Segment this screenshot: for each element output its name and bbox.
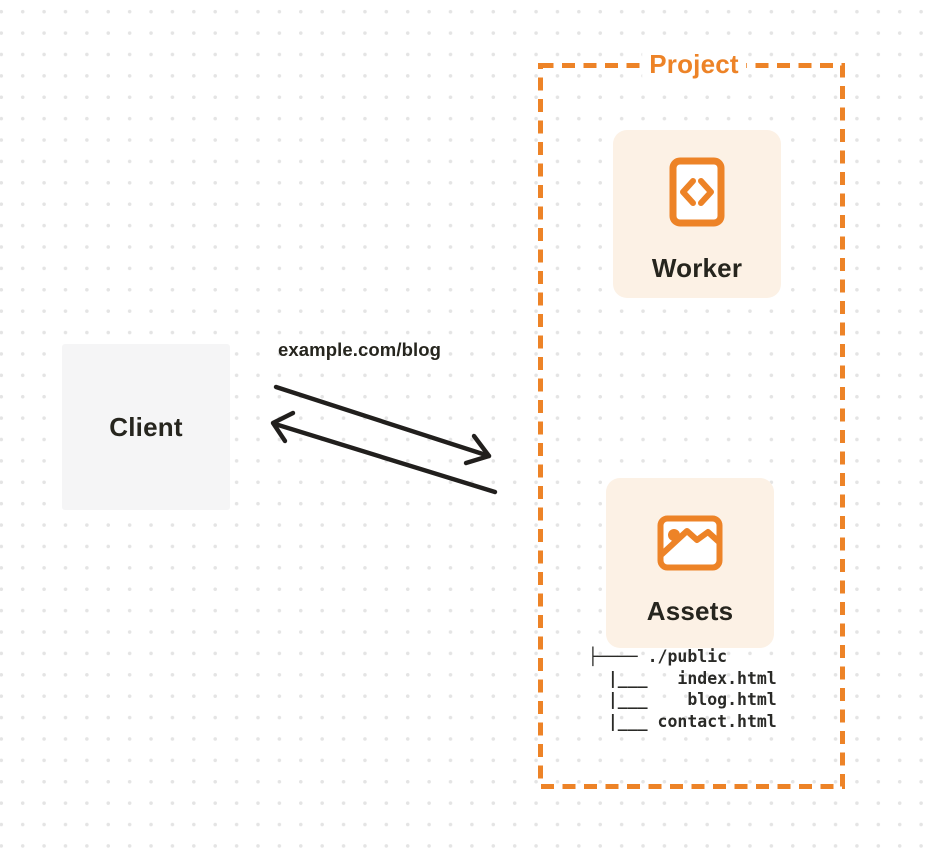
- request-url-label: example.com/blog: [278, 339, 442, 360]
- image-icon: [657, 515, 723, 571]
- request-arrow: [273, 384, 492, 466]
- request-arrowhead-icon: [463, 433, 492, 466]
- code-file-icon: [669, 157, 725, 227]
- worker-label: Worker: [651, 253, 743, 283]
- assets-node: Assets: [606, 478, 774, 648]
- file-tree-item: |___ blog.html: [588, 690, 777, 709]
- worker-node: Worker: [613, 130, 781, 298]
- file-tree: ├──── ./public |___ index.html |___ blog…: [588, 646, 777, 732]
- file-tree-item: |___ index.html: [588, 668, 777, 688]
- response-arrowhead-icon: [270, 410, 296, 444]
- client-label: Client: [109, 411, 183, 442]
- file-tree-root: ├──── ./public: [588, 647, 728, 666]
- response-arrow: [270, 410, 498, 495]
- project-title: Project: [642, 49, 746, 80]
- client-node: Client: [62, 344, 230, 510]
- file-tree-item: |___ contact.html: [588, 711, 777, 731]
- assets-label: Assets: [646, 596, 734, 626]
